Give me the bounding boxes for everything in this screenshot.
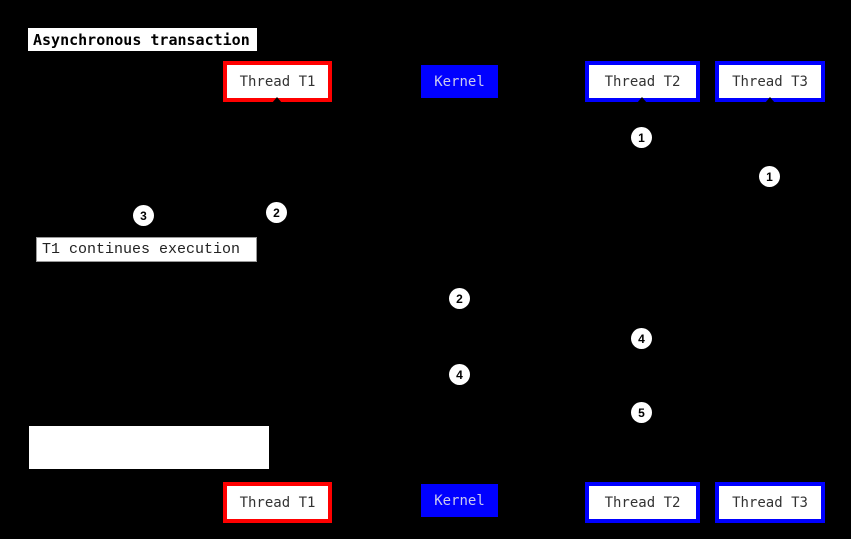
sequence-badge-1-t3: 1 [759, 166, 780, 187]
sequence-badge-4-t2: 4 [631, 328, 652, 349]
sequence-badge-5-t2: 5 [631, 402, 652, 423]
sequence-badge-2-t1: 2 [266, 202, 287, 223]
actor-kernel-top: Kernel [421, 65, 498, 98]
actor-thread-t3-top: Thread T3 [715, 61, 825, 102]
diagram-title: Asynchronous transaction [28, 28, 257, 51]
actor-thread-t2-bottom: Thread T2 [585, 482, 700, 523]
lifeline-arrowhead-icon [272, 97, 282, 103]
note-empty [29, 426, 269, 469]
note-t1-continues-execution: T1 continues execution [36, 237, 257, 262]
sequence-badge-3: 3 [133, 205, 154, 226]
actor-kernel-bottom: Kernel [421, 484, 498, 517]
actor-thread-t1-bottom: Thread T1 [223, 482, 332, 523]
lifeline-arrowhead-icon [637, 97, 647, 103]
sequence-badge-1-t2: 1 [631, 127, 652, 148]
sequence-badge-4-kernel: 4 [449, 364, 470, 385]
actor-thread-t3-bottom: Thread T3 [715, 482, 825, 523]
actor-thread-t1-top: Thread T1 [223, 61, 332, 102]
sequence-badge-2-kernel: 2 [449, 288, 470, 309]
actor-thread-t2-top: Thread T2 [585, 61, 700, 102]
lifeline-arrowhead-icon [765, 97, 775, 103]
